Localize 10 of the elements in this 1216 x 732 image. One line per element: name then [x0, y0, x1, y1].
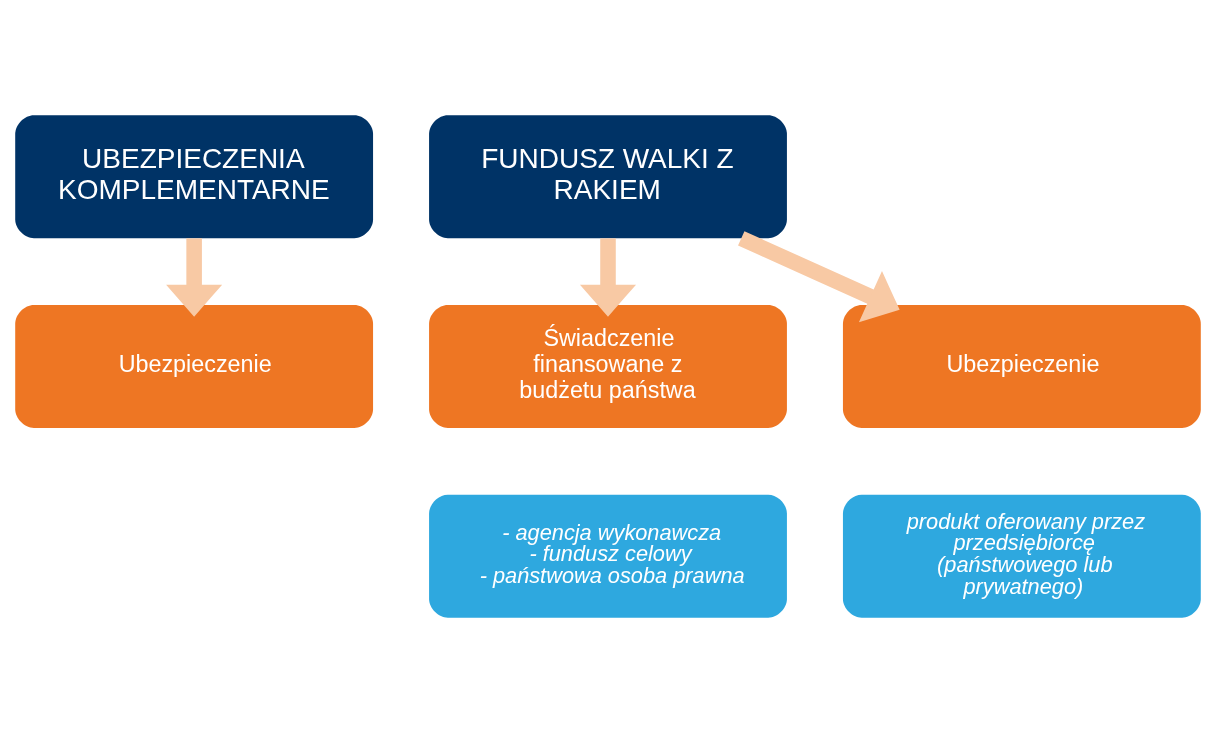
node-box: - agencja wykonawcza - fundusz celowy - państwowa osoba prawna: [429, 494, 787, 618]
arrow: [579, 237, 637, 317]
node-box: FUNDUSZ WALKI Z RAKIEM: [429, 114, 787, 238]
arrow: [166, 237, 223, 317]
arrow: [738, 230, 900, 322]
node-box: produkt oferowany przez przedsiębiorcę (państwowego lub prywatnego): [842, 494, 1201, 618]
node-box: Ubezpieczenie: [15, 304, 374, 428]
node-box: UBEZPIECZENIA KOMPLEMENTARNE: [15, 114, 374, 238]
node-box: Świadczenie finansowane z budżetu państwa: [429, 304, 787, 428]
node-box: Ubezpieczenie: [842, 304, 1201, 428]
